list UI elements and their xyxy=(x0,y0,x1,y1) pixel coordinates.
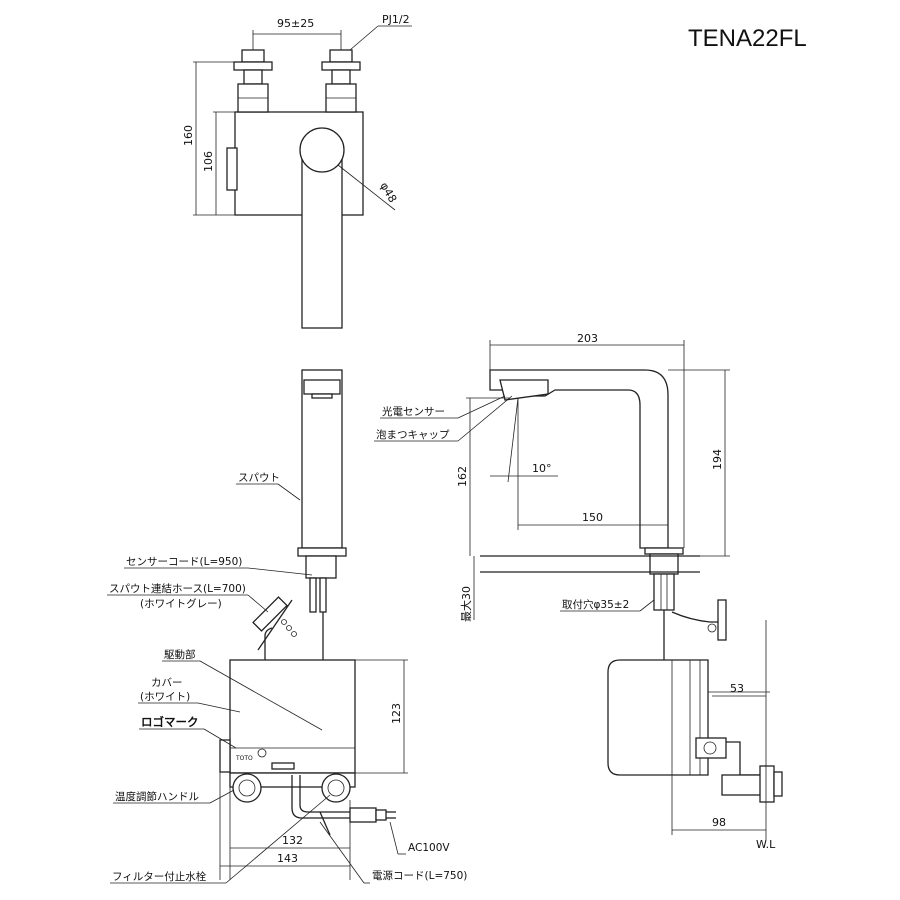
dim-phi48: φ48 xyxy=(377,180,399,205)
top-view: 95±25 PJ1/2 160 106 φ48 xyxy=(182,13,412,329)
label-cover-color: (ホワイト) xyxy=(140,691,190,703)
top-fitting-left xyxy=(233,49,273,113)
dim-203: 203 xyxy=(577,332,598,345)
dim-132: 132 xyxy=(282,834,303,847)
side-view: 203 194 162 10° 150 最大30 取付穴φ35±2 53 98 … xyxy=(374,332,783,851)
label-hose-color: (ホワイトグレー) xyxy=(140,597,222,610)
dim-max30: 最大30 xyxy=(459,586,473,622)
label-aerator-cap: 泡まつキャップ xyxy=(376,428,450,441)
label-ac: AC100V xyxy=(408,842,450,854)
temp-handle xyxy=(232,773,262,803)
model-title: TENA22FL xyxy=(688,25,807,52)
filter-valve xyxy=(321,773,351,803)
wall-line-label: W.L xyxy=(756,838,776,851)
label-spout: スパウト xyxy=(238,472,280,484)
dim-pj: PJ1/2 xyxy=(382,13,410,26)
drive-box xyxy=(229,659,356,774)
label-cover: カバー xyxy=(151,677,183,689)
label-photo-sensor: 光電センサー xyxy=(382,405,445,418)
side-drive-box xyxy=(607,659,709,776)
dim-53: 53 xyxy=(730,682,744,695)
dim-194: 194 xyxy=(711,449,724,470)
front-base xyxy=(297,547,347,557)
label-drive: 駆動部 xyxy=(164,648,196,661)
dim-106: 106 xyxy=(202,151,215,172)
label-mount-hole: 取付穴φ35±2 xyxy=(562,598,629,611)
top-spout-circle xyxy=(299,127,345,173)
dim-143: 143 xyxy=(277,852,298,865)
label-logo: ロゴマーク xyxy=(141,715,199,729)
label-temp-handle: 温度調節ハンドル xyxy=(115,790,199,803)
top-fitting-right xyxy=(321,49,361,113)
dim-160: 160 xyxy=(182,125,195,146)
dim-95: 95±25 xyxy=(277,17,314,30)
dim-10deg: 10° xyxy=(532,462,552,475)
front-view: TOTO 123 132 143 スパウト センサーコード(L=950) xyxy=(107,369,467,884)
logo-mark-text: TOTO xyxy=(235,755,253,762)
label-filter: フィルター付止水栓 xyxy=(112,870,207,883)
top-side-handle xyxy=(226,147,238,191)
dim-98: 98 xyxy=(712,816,726,829)
dim-150: 150 xyxy=(582,511,603,524)
label-sensor-cord: センサーコード(L=950) xyxy=(126,556,242,568)
dim-123: 123 xyxy=(390,703,403,724)
label-power-cord: 電源コード(L=750) xyxy=(372,869,467,882)
top-body xyxy=(234,111,364,216)
power-plug xyxy=(349,807,377,823)
dim-162: 162 xyxy=(456,466,469,487)
top-spout-tube xyxy=(301,149,343,329)
label-hose: スパウト連結ホース(L=700) xyxy=(109,582,246,595)
